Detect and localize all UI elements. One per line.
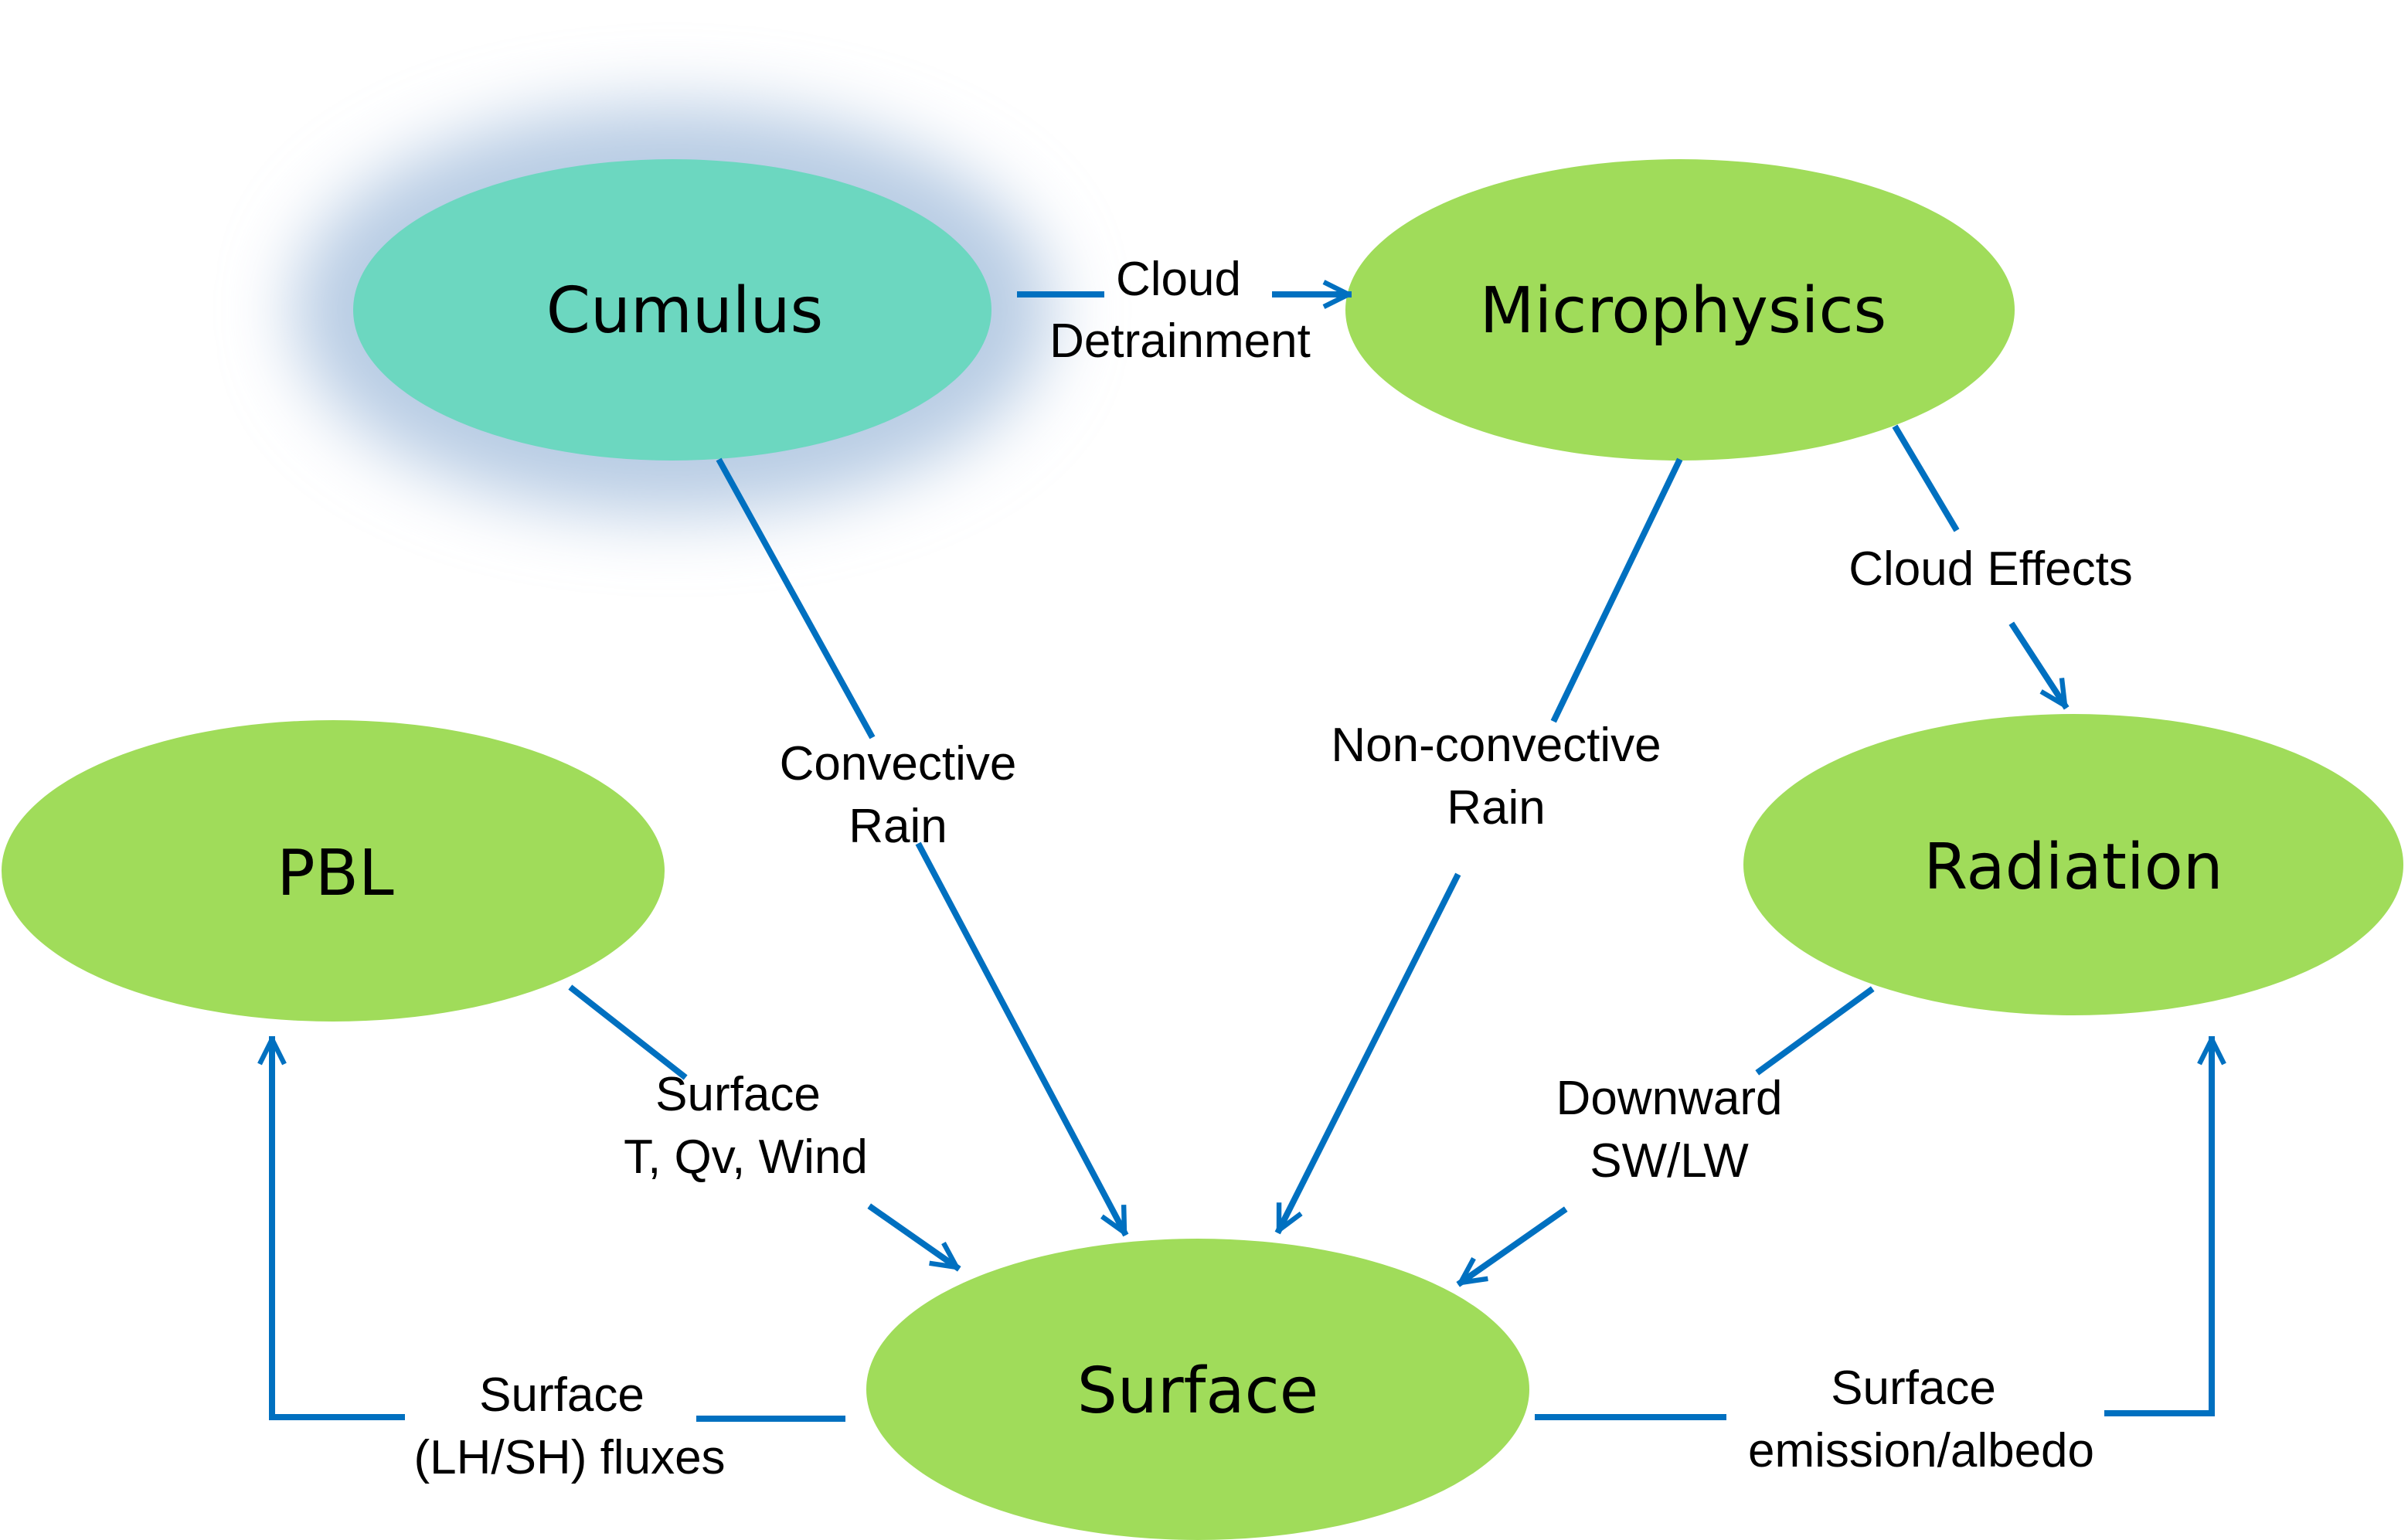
surface-emission-label-2: emission/albedo: [1748, 1424, 2094, 1477]
radiation-label: Radiation: [1923, 831, 2223, 904]
edge-surface-tqv-wind: Surface T, Qv, Wind: [568, 984, 957, 1272]
node-microphysics[interactable]: Microphysics: [1345, 159, 2015, 461]
radiation-ellipse: [1743, 714, 2403, 1015]
downward-label-2: SW/LW: [1590, 1134, 1749, 1188]
edge-cloud-effects: Cloud Effects: [1849, 424, 2133, 705]
cumulus-label: Cumulus: [546, 274, 824, 348]
node-surface[interactable]: Surface: [866, 1239, 1529, 1540]
cumulus-ellipse: [353, 159, 991, 461]
edge-downward-swlw: Downward SW/LW: [1461, 986, 1875, 1287]
surface-tqv-label-1: Surface: [655, 1068, 821, 1121]
node-pbl[interactable]: PBL: [2, 720, 665, 1022]
edge-line: [1892, 424, 1960, 532]
nonconvective-rain-label-2: Rain: [1447, 781, 1546, 835]
arrow-down-icon: [2008, 621, 2070, 705]
surface-ellipse: [866, 1239, 1529, 1540]
cloud-effects-label: Cloud Effects: [1849, 542, 2133, 596]
cloud-detrainment-label-1: Cloud: [1116, 253, 1241, 306]
edge-surface-fluxes: Surface (LH/SH) fluxes: [272, 1036, 845, 1484]
nonconvective-rain-label-1: Non-convective: [1331, 719, 1661, 772]
pbl-ellipse: [2, 720, 665, 1022]
edge-line: [568, 984, 688, 1080]
arrow-down-right-icon: [867, 1203, 957, 1272]
microphysics-label: Microphysics: [1480, 274, 1887, 348]
surface-fluxes-label-2: (LH/SH) fluxes: [413, 1431, 725, 1484]
arrow-down-left-icon: [1461, 1206, 1568, 1287]
surface-tqv-label-2: T, Qv, Wind: [624, 1130, 868, 1184]
arrow-up-icon: [2104, 1036, 2212, 1416]
arrow-down-icon: [1274, 872, 1461, 1230]
surface-emission-label-1: Surface: [1831, 1362, 1996, 1415]
edge-line: [716, 457, 876, 739]
edge-surface-emission: Surface emission/albedo: [1535, 1036, 2212, 1477]
cloud-detrainment-label-2: Detrainment: [1049, 314, 1311, 368]
edge-nonconvective-rain: Non-convective Rain: [1274, 457, 1683, 1230]
node-cumulus[interactable]: Cumulus: [353, 159, 991, 461]
edge-line: [1550, 457, 1683, 723]
node-radiation[interactable]: Radiation: [1743, 714, 2403, 1015]
pbl-label: PBL: [277, 837, 394, 910]
edge-convective-rain: Convective Rain: [716, 457, 1129, 1232]
edge-line: [1755, 986, 1875, 1076]
surface-label: Surface: [1077, 1355, 1318, 1428]
edge-cloud-detrainment: Cloud Detrainment: [1017, 253, 1352, 368]
arrow-down-icon: [915, 841, 1129, 1232]
microphysics-ellipse: [1345, 159, 2015, 461]
arrow-up-icon: [272, 1036, 405, 1420]
downward-label-1: Downward: [1556, 1072, 1783, 1125]
surface-fluxes-label-1: Surface: [479, 1368, 645, 1422]
convective-rain-label-1: Convective: [780, 737, 1017, 790]
convective-rain-label-2: Rain: [849, 800, 947, 853]
